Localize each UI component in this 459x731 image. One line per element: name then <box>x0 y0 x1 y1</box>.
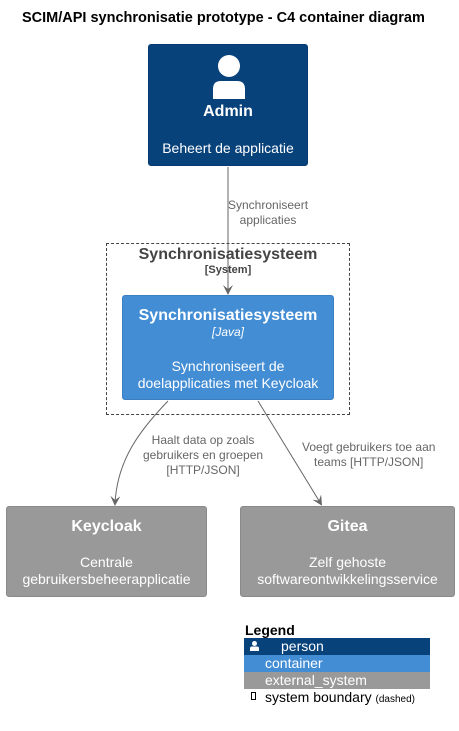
edge-system-to-gitea <box>257 400 323 506</box>
legend-row-person: person <box>244 638 430 655</box>
legend-title: Legend <box>245 622 295 638</box>
person-icon <box>213 55 245 99</box>
person-icon <box>250 641 259 651</box>
edge-label-keycloak: Haalt data op zoals gebruikers en groepe… <box>143 433 263 478</box>
edge-label-gitea: Voegt gebruikers toe aan teams [HTTP/JSO… <box>302 440 435 470</box>
legend-label: person <box>281 638 324 654</box>
legend-boundary-label: system boundary <box>265 689 372 705</box>
legend-label: container <box>265 655 323 671</box>
container-name: Synchronisatiesysteem <box>138 307 318 324</box>
container-description-line: Synchroniseert de <box>171 358 285 374</box>
edge-label-line: Synchroniseert <box>228 198 309 212</box>
edge-label-line: teams [HTTP/JSON] <box>314 455 424 469</box>
boundary-icon <box>251 692 256 700</box>
container-technology: [Java] <box>211 325 244 339</box>
edge-label-line: Voegt gebruikers toe aan <box>302 440 436 454</box>
edge-label-admin: Synchroniseert applicaties <box>228 198 308 228</box>
legend-label: system boundary (dashed) <box>265 689 415 708</box>
external-system-description-line: gebruikersbeheerapplicatie <box>22 571 191 587</box>
edge-label-line: Haalt data op zoals <box>151 433 255 447</box>
external-system-keycloak[interactable]: Keycloak Centrale gebruikersbeheerapplic… <box>6 506 207 597</box>
legend-dashed-note: (dashed) <box>375 694 415 705</box>
external-system-description-line: softwareontwikkelingsservice <box>257 571 438 587</box>
edge-system-to-keycloak <box>110 400 169 506</box>
person-admin[interactable]: Admin Beheert de applicatie <box>148 44 308 166</box>
external-system-name: Keycloak <box>71 518 142 535</box>
container-description: Synchroniseert de doelapplicaties met Ke… <box>123 358 333 392</box>
diagram-title: SCIM/API synchronisatie prototype - C4 c… <box>22 10 425 26</box>
boundary-type: [System] <box>204 264 252 276</box>
legend-row-external-system: external_system <box>244 672 430 689</box>
external-system-name: Gitea <box>327 518 368 535</box>
external-system-description: Zelf gehoste softwareontwikkelingsservic… <box>241 554 454 588</box>
external-system-gitea[interactable]: Gitea Zelf gehoste softwareontwikkelings… <box>240 506 455 597</box>
edge-label-line: [HTTP/JSON] <box>166 463 240 477</box>
edge-label-line: gebruikers en groepen <box>143 448 264 462</box>
external-system-description-line: Centrale <box>80 554 133 570</box>
legend-row-container: container <box>244 655 430 672</box>
container-description-line: doelapplicaties met Keycloak <box>137 375 319 391</box>
external-system-description: Centrale gebruikersbeheerapplicatie <box>7 554 206 588</box>
system-boundary <box>106 243 350 415</box>
legend-label: external_system <box>265 672 367 688</box>
boundary-name: Synchronisatiesysteem <box>138 246 318 263</box>
edge-label-line: applicaties <box>239 213 297 227</box>
legend-row-boundary: system boundary (dashed) <box>244 689 430 706</box>
container-synchronisatiesysteem[interactable]: Synchronisatiesysteem [Java] Synchronise… <box>122 295 334 400</box>
person-description: Beheert de applicatie <box>162 140 294 156</box>
external-system-description-line: Zelf gehoste <box>308 554 387 570</box>
person-name: Admin <box>203 103 253 120</box>
